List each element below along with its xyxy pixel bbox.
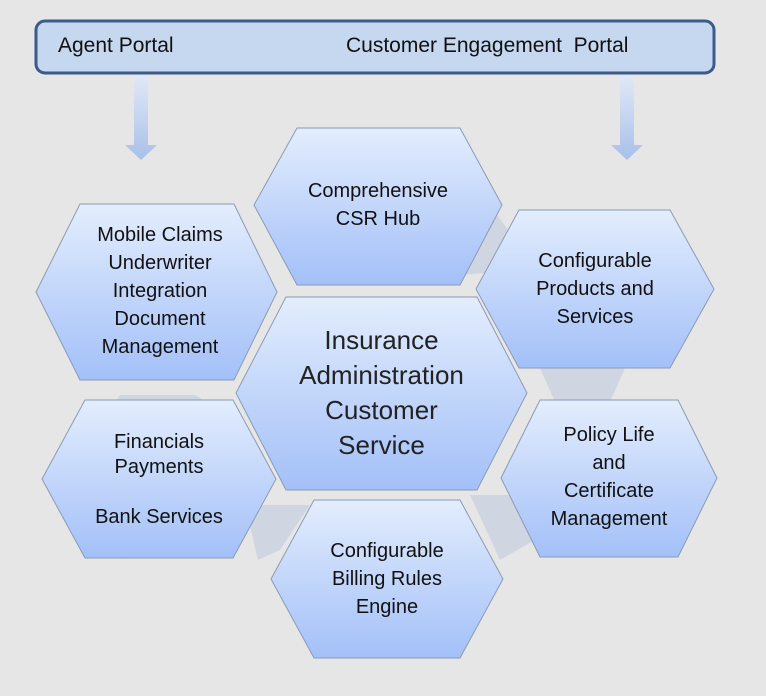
customer-portal-label: Customer Engagement Portal: [346, 34, 629, 57]
configurable-products-label: Configurable Products and Services: [536, 250, 654, 328]
hexagon-billing: [270, 499, 504, 659]
hexagon-configurable-products: [475, 209, 715, 369]
hexagon-csr-hub: [253, 127, 503, 286]
down-arrow-icon: [125, 76, 157, 160]
down-arrow-icon: [611, 76, 643, 160]
portal-bar: [34, 19, 716, 75]
policy-life-label: Policy Life and Certificate Management: [550, 424, 668, 530]
agent-portal-label: Agent Portal: [58, 34, 174, 57]
hexagon-policy-life: [500, 399, 718, 558]
hexagon-center: [235, 296, 528, 491]
csr-hub-label: Comprehensive CSR Hub: [307, 180, 449, 230]
financials-label: Financials Payments Bank Services: [95, 431, 223, 528]
mobile-claims-label: Mobile Claims Underwriter Integration Do…: [97, 224, 223, 358]
center-label: Insurance Administration Customer Servic…: [299, 325, 464, 460]
hexagon-financials: [41, 399, 277, 559]
billing-label: Configurable Billing Rules Engine: [330, 540, 444, 618]
hexagon-mobile-claims: [35, 203, 278, 381]
